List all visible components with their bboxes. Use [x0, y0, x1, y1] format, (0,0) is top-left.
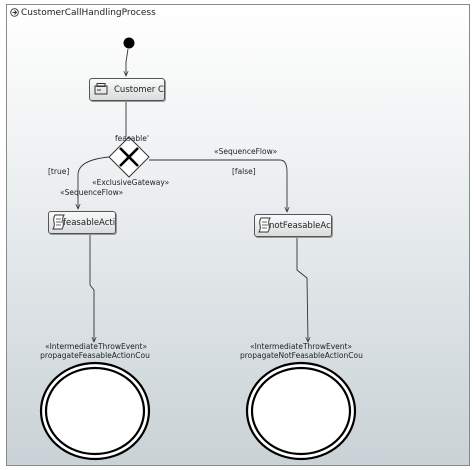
left-event-stereotype: «IntermediateThrowEvent»	[45, 342, 148, 351]
left-event-name: propagateFeasableActionCou	[40, 351, 150, 360]
intermediate-throw-event-left[interactable]	[39, 361, 151, 461]
false-guard-label: [false]	[232, 167, 256, 176]
script-task-icon	[258, 217, 271, 233]
intermediate-throw-event-right[interactable]	[245, 361, 357, 461]
right-event-name: propagateNotFeasableActionCou	[240, 351, 363, 360]
flow-gateway-to-not-feasable-action[interactable]	[149, 159, 287, 212]
sequence-flow-right-label: «SequenceFlow»	[214, 147, 278, 156]
feasable-action-node[interactable]: feasableAction	[48, 211, 116, 234]
gateway-label: feasable'	[115, 134, 149, 143]
customer-call-node[interactable]: Customer Cal	[89, 78, 165, 101]
flow-feasable-action-to-event[interactable]	[89, 233, 94, 342]
not-feasable-action-label: notFeasableAction	[269, 220, 331, 231]
customer-call-label: Customer Cal	[114, 84, 164, 95]
not-feasable-action-node[interactable]: notFeasableAction	[254, 214, 332, 237]
diagram-icon	[10, 8, 19, 17]
right-event-stereotype: «IntermediateThrowEvent»	[250, 342, 353, 351]
true-guard-label: [true]	[48, 167, 70, 176]
script-task-icon	[52, 214, 65, 230]
call-activity-icon	[94, 83, 108, 95]
exclusive-gateway[interactable]	[108, 136, 150, 178]
flow-initial-to-customer-call[interactable]	[126, 48, 128, 76]
sequence-flow-left-label: «SequenceFlow»	[60, 188, 124, 197]
flow-gateway-to-feasable-action[interactable]	[78, 156, 110, 209]
flow-not-feasable-action-to-event[interactable]	[296, 236, 308, 342]
gateway-stereotype: «ExclusiveGateway»	[92, 178, 170, 187]
initial-node[interactable]	[123, 37, 135, 49]
feasable-action-label: feasableAction	[63, 217, 116, 228]
diagram-title: CustomerCallHandlingProcess	[21, 8, 156, 18]
